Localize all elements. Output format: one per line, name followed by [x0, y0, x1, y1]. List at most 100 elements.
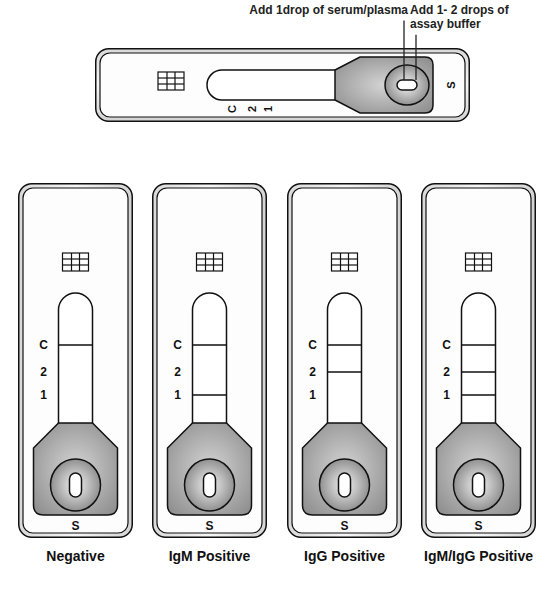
leader-line	[403, 20, 404, 80]
test-band	[462, 344, 496, 346]
leader-line	[415, 35, 416, 80]
grid-line	[71, 253, 72, 271]
sample-label: S	[474, 520, 482, 532]
grid-line	[466, 258, 492, 259]
result-cassette: C21SNegative	[18, 183, 133, 538]
result-window	[59, 293, 93, 425]
cassette-drawing	[19, 184, 133, 538]
result-caption: Negative	[18, 548, 133, 565]
sample-hole	[473, 473, 485, 497]
sample-well	[454, 459, 504, 511]
cassette-face	[292, 188, 397, 533]
test-band	[193, 394, 227, 396]
test-band	[193, 344, 227, 346]
cassette-face	[426, 188, 531, 533]
grid-line	[482, 253, 483, 271]
result-caption: IgG Positive	[287, 548, 402, 565]
band-label: 2	[174, 366, 181, 378]
test-band	[462, 371, 496, 373]
sample-base	[303, 423, 387, 515]
test-band	[328, 344, 362, 346]
result-window	[328, 293, 362, 425]
test-band	[462, 394, 496, 396]
grid-icon	[63, 253, 89, 271]
result-caption: IgM/IgG Positive	[421, 548, 536, 565]
cassette-face	[157, 188, 262, 533]
result-window	[193, 293, 227, 425]
band-label: 1	[40, 389, 47, 401]
sample-label: S	[71, 520, 79, 532]
band-label: 1	[263, 106, 274, 112]
grid-icon	[197, 253, 223, 271]
sample-base	[34, 423, 118, 515]
band-label: 1	[309, 389, 316, 401]
sample-well	[385, 65, 429, 105]
instruction-label: Add 1- 2 drops of assay buffer	[410, 3, 540, 32]
result-cassette: C21SIgG Positive	[287, 183, 402, 538]
sample-base	[335, 57, 433, 113]
result-window	[462, 293, 496, 425]
grid-line	[332, 258, 358, 259]
sample-hole	[397, 80, 417, 90]
cassette-body	[96, 49, 470, 122]
cassette-face	[100, 53, 465, 117]
band-label: 1	[443, 389, 450, 401]
result-window	[207, 70, 337, 100]
sample-well	[51, 459, 101, 511]
sample-label: S	[446, 81, 457, 88]
band-label: C	[227, 105, 238, 113]
result-cassette: C21SIgM Positive	[152, 183, 267, 538]
test-cassette: C 21 S	[95, 48, 470, 122]
band-label: 1	[174, 389, 181, 401]
grid-line	[197, 258, 223, 259]
band-label: C	[39, 339, 48, 351]
cassette-drawing	[422, 184, 536, 538]
band-label: C	[442, 339, 451, 351]
result-cassette: C21SIgM/IgG Positive	[421, 183, 536, 538]
grid-line	[205, 253, 206, 271]
band-label: 2	[40, 366, 47, 378]
grid-line	[466, 264, 492, 265]
cassette-drawing	[96, 49, 470, 122]
grid-line	[79, 253, 80, 271]
cassette-body	[288, 184, 402, 538]
grid-line	[348, 253, 349, 271]
sample-well	[320, 459, 370, 511]
grid-line	[166, 72, 167, 90]
grid-line	[340, 253, 341, 271]
grid-icon	[332, 253, 358, 271]
grid-line	[474, 253, 475, 271]
test-band	[328, 371, 362, 373]
test-band	[59, 344, 93, 346]
sample-well	[185, 459, 235, 511]
sample-base	[168, 423, 252, 515]
cassette-drawing	[288, 184, 402, 538]
grid-line	[174, 72, 175, 90]
band-label: C	[173, 339, 182, 351]
sample-hole	[339, 473, 351, 497]
grid-line	[158, 83, 184, 84]
sample-label: S	[340, 520, 348, 532]
instruction-label: Add 1drop of serum/plasma	[249, 3, 408, 17]
band-label: 2	[443, 366, 450, 378]
band-label: 2	[247, 106, 258, 112]
cassette-body	[153, 184, 267, 538]
grid-line	[197, 264, 223, 265]
sample-hole	[70, 473, 82, 497]
cassette-face	[23, 188, 128, 533]
sample-base	[437, 423, 521, 515]
band-label: 2	[309, 366, 316, 378]
grid-line	[332, 264, 358, 265]
result-caption: IgM Positive	[152, 548, 267, 565]
sample-hole	[204, 473, 216, 497]
grid-line	[63, 264, 89, 265]
grid-line	[158, 77, 184, 78]
grid-icon	[466, 253, 492, 271]
band-label: C	[308, 339, 317, 351]
cassette-body	[422, 184, 536, 538]
grid-line	[213, 253, 214, 271]
grid-icon	[158, 72, 184, 90]
cassette-drawing	[153, 184, 267, 538]
sample-label: S	[205, 520, 213, 532]
